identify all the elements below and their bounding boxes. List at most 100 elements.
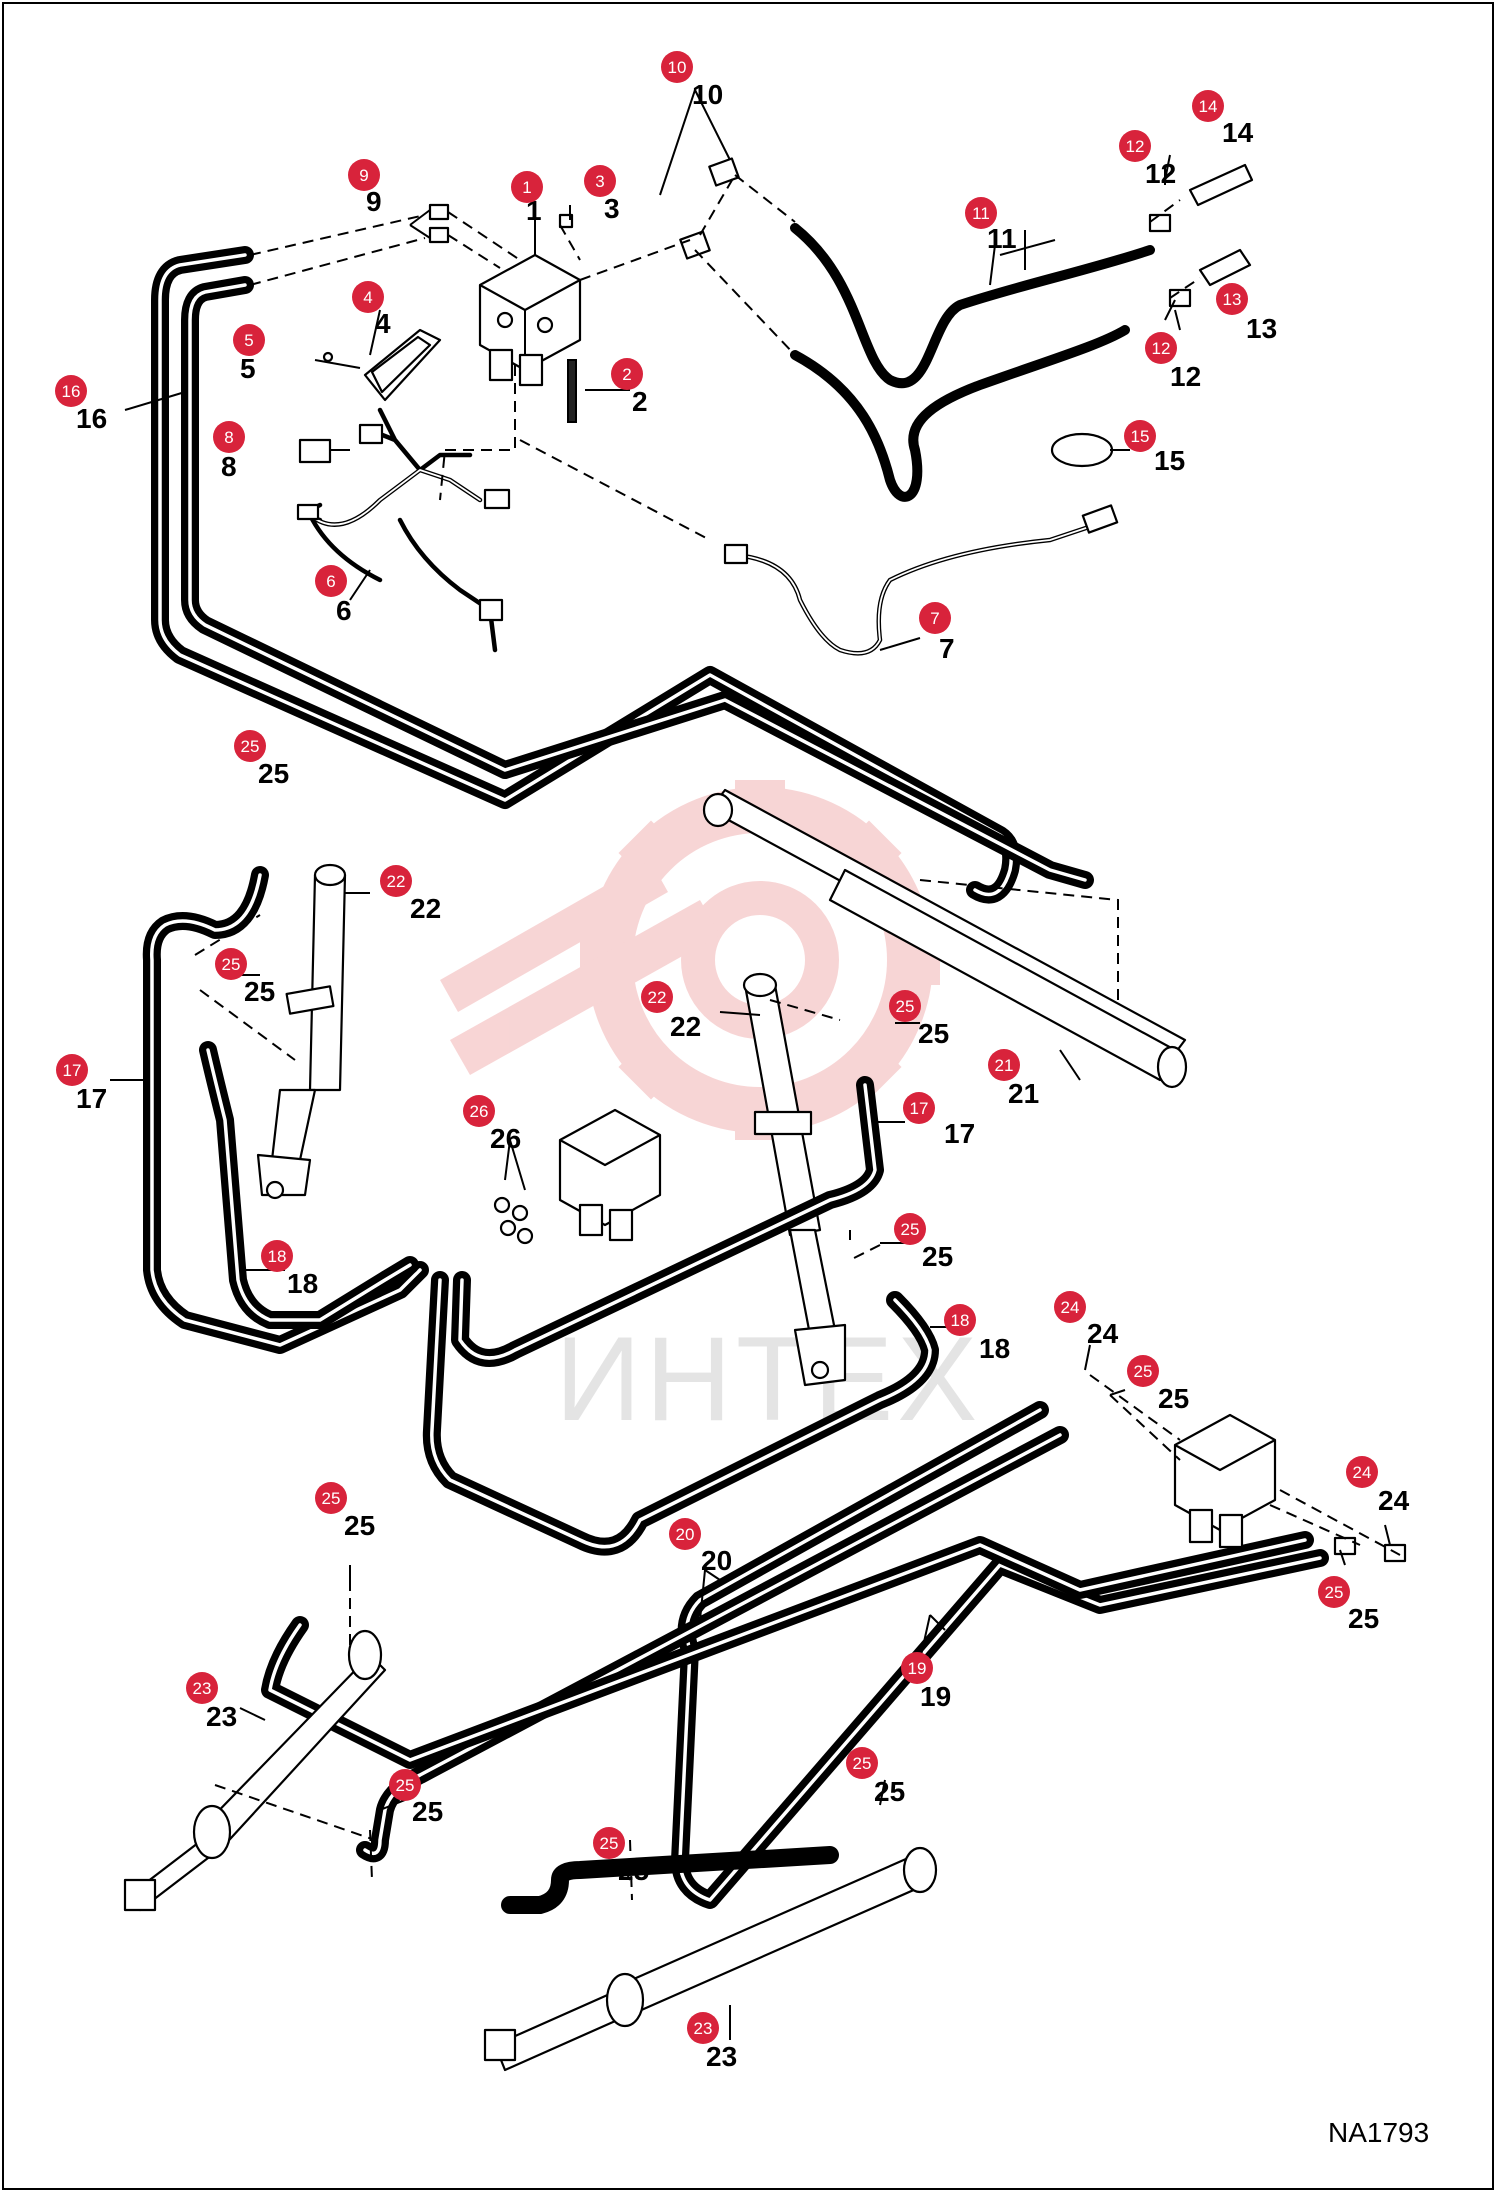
callout-part-number: 25	[874, 1776, 905, 1807]
callout-badge-circle	[348, 159, 380, 191]
assembly-lines-bottom	[194, 914, 1401, 1901]
callout-part-number: 18	[979, 1333, 1010, 1364]
callout-part-number: 6	[336, 595, 352, 626]
callout-part-number: 24	[1378, 1485, 1410, 1516]
callout-badge-circle	[611, 358, 643, 390]
callout-badge-circle	[846, 1747, 878, 1779]
callout-badge-number: 23	[193, 1679, 212, 1698]
fittings-top	[322, 157, 1254, 363]
callout-part-number: 17	[76, 1083, 107, 1114]
callout-badge-circle	[1318, 1576, 1350, 1608]
callout-badge-number: 12	[1152, 339, 1171, 358]
cylinder-22-center	[742, 972, 847, 1387]
callout-c6: 66	[315, 565, 352, 626]
valve-block-26	[493, 1108, 662, 1245]
callout-c4: 44	[352, 281, 391, 339]
callout-badge: 25	[894, 1213, 926, 1245]
callout-badge-circle	[965, 197, 997, 229]
callout-badge: 25	[315, 1482, 347, 1514]
callout-part-number: 25	[618, 1855, 649, 1886]
callout-badge-number: 10	[668, 58, 687, 77]
callout-badge: 14	[1192, 90, 1224, 122]
callout-badge-number: 8	[224, 428, 233, 447]
callout-part-number: 17	[944, 1118, 975, 1149]
callout-part-number: 19	[920, 1681, 951, 1712]
callout-badge: 18	[261, 1240, 293, 1272]
callout-badge: 25	[593, 1827, 625, 1859]
callout-badge-number: 24	[1061, 1298, 1080, 1317]
callout-badge-number: 25	[222, 955, 241, 974]
callout-badge: 5	[233, 324, 265, 356]
callout-badge-number: 17	[63, 1061, 82, 1080]
callout-badge: 25	[389, 1769, 421, 1801]
callout-badge: 12	[1119, 130, 1151, 162]
callout-part-number: 10	[692, 79, 723, 110]
callout-badge-circle	[641, 981, 673, 1013]
callout-badge-number: 11	[972, 204, 990, 223]
wire-harness-7	[723, 504, 1119, 656]
callout-part-number: 25	[412, 1796, 443, 1827]
cylinder-22-left	[256, 863, 347, 1200]
callout-badge: 7	[919, 602, 951, 634]
hose-16	[151, 246, 1094, 904]
callout-c9: 99	[348, 159, 382, 217]
callout-part-number: 18	[287, 1268, 318, 1299]
callout-badge: 24	[1054, 1291, 1086, 1323]
callout-badge-circle	[389, 1769, 421, 1801]
callout-badge: 6	[315, 565, 347, 597]
callout-badge: 18	[944, 1304, 976, 1336]
callout-badge: 13	[1216, 283, 1248, 315]
callout-part-number: 23	[706, 2041, 737, 2072]
callout-badge-number: 25	[241, 737, 260, 756]
callout-badge-number: 25	[901, 1220, 920, 1239]
callout-badge-circle	[1127, 1355, 1159, 1387]
callout-badge-number: 25	[1134, 1362, 1153, 1381]
callout-c3: 33	[584, 165, 620, 224]
callout-part-number: 15	[1154, 445, 1185, 476]
callout-badge-circle	[889, 990, 921, 1022]
callout-badge-circle	[1124, 420, 1156, 452]
callout-badge: 17	[56, 1054, 88, 1086]
callout-badge-number: 2	[622, 365, 631, 384]
connector-8	[298, 438, 332, 464]
callout-part-number: 25	[244, 976, 275, 1007]
callout-c7: 77	[919, 602, 955, 664]
callout-badge-number: 22	[648, 988, 667, 1007]
hose-11	[790, 223, 1155, 502]
callout-badge-circle	[988, 1049, 1020, 1081]
callout-part-number: 11	[987, 223, 1017, 254]
callout-badge-number: 24	[1353, 1463, 1372, 1482]
callout-badge: 22	[380, 865, 412, 897]
callout-part-number: 21	[1008, 1078, 1039, 1109]
callout-c1: 11	[511, 171, 543, 226]
callout-badge-circle	[1216, 283, 1248, 315]
callout-badge-circle	[894, 1213, 926, 1245]
callout-badge-number: 3	[595, 172, 604, 191]
callouts: 1122334455667788991010111112121212131314…	[55, 51, 1410, 2072]
callout-badge: 25	[1127, 1355, 1159, 1387]
callout-badge: 23	[687, 2012, 719, 2044]
callout-badge-circle	[901, 1652, 933, 1684]
callout-part-number: 25	[258, 758, 289, 789]
callout-badge: 25	[889, 990, 921, 1022]
callout-part-number: 9	[366, 186, 382, 217]
callout-badge-number: 25	[600, 1834, 619, 1853]
callout-badge-number: 6	[326, 572, 335, 591]
callout-part-number: 3	[604, 193, 620, 224]
callout-badge-circle	[1145, 332, 1177, 364]
drawing-code: NA1793	[1328, 2117, 1429, 2148]
